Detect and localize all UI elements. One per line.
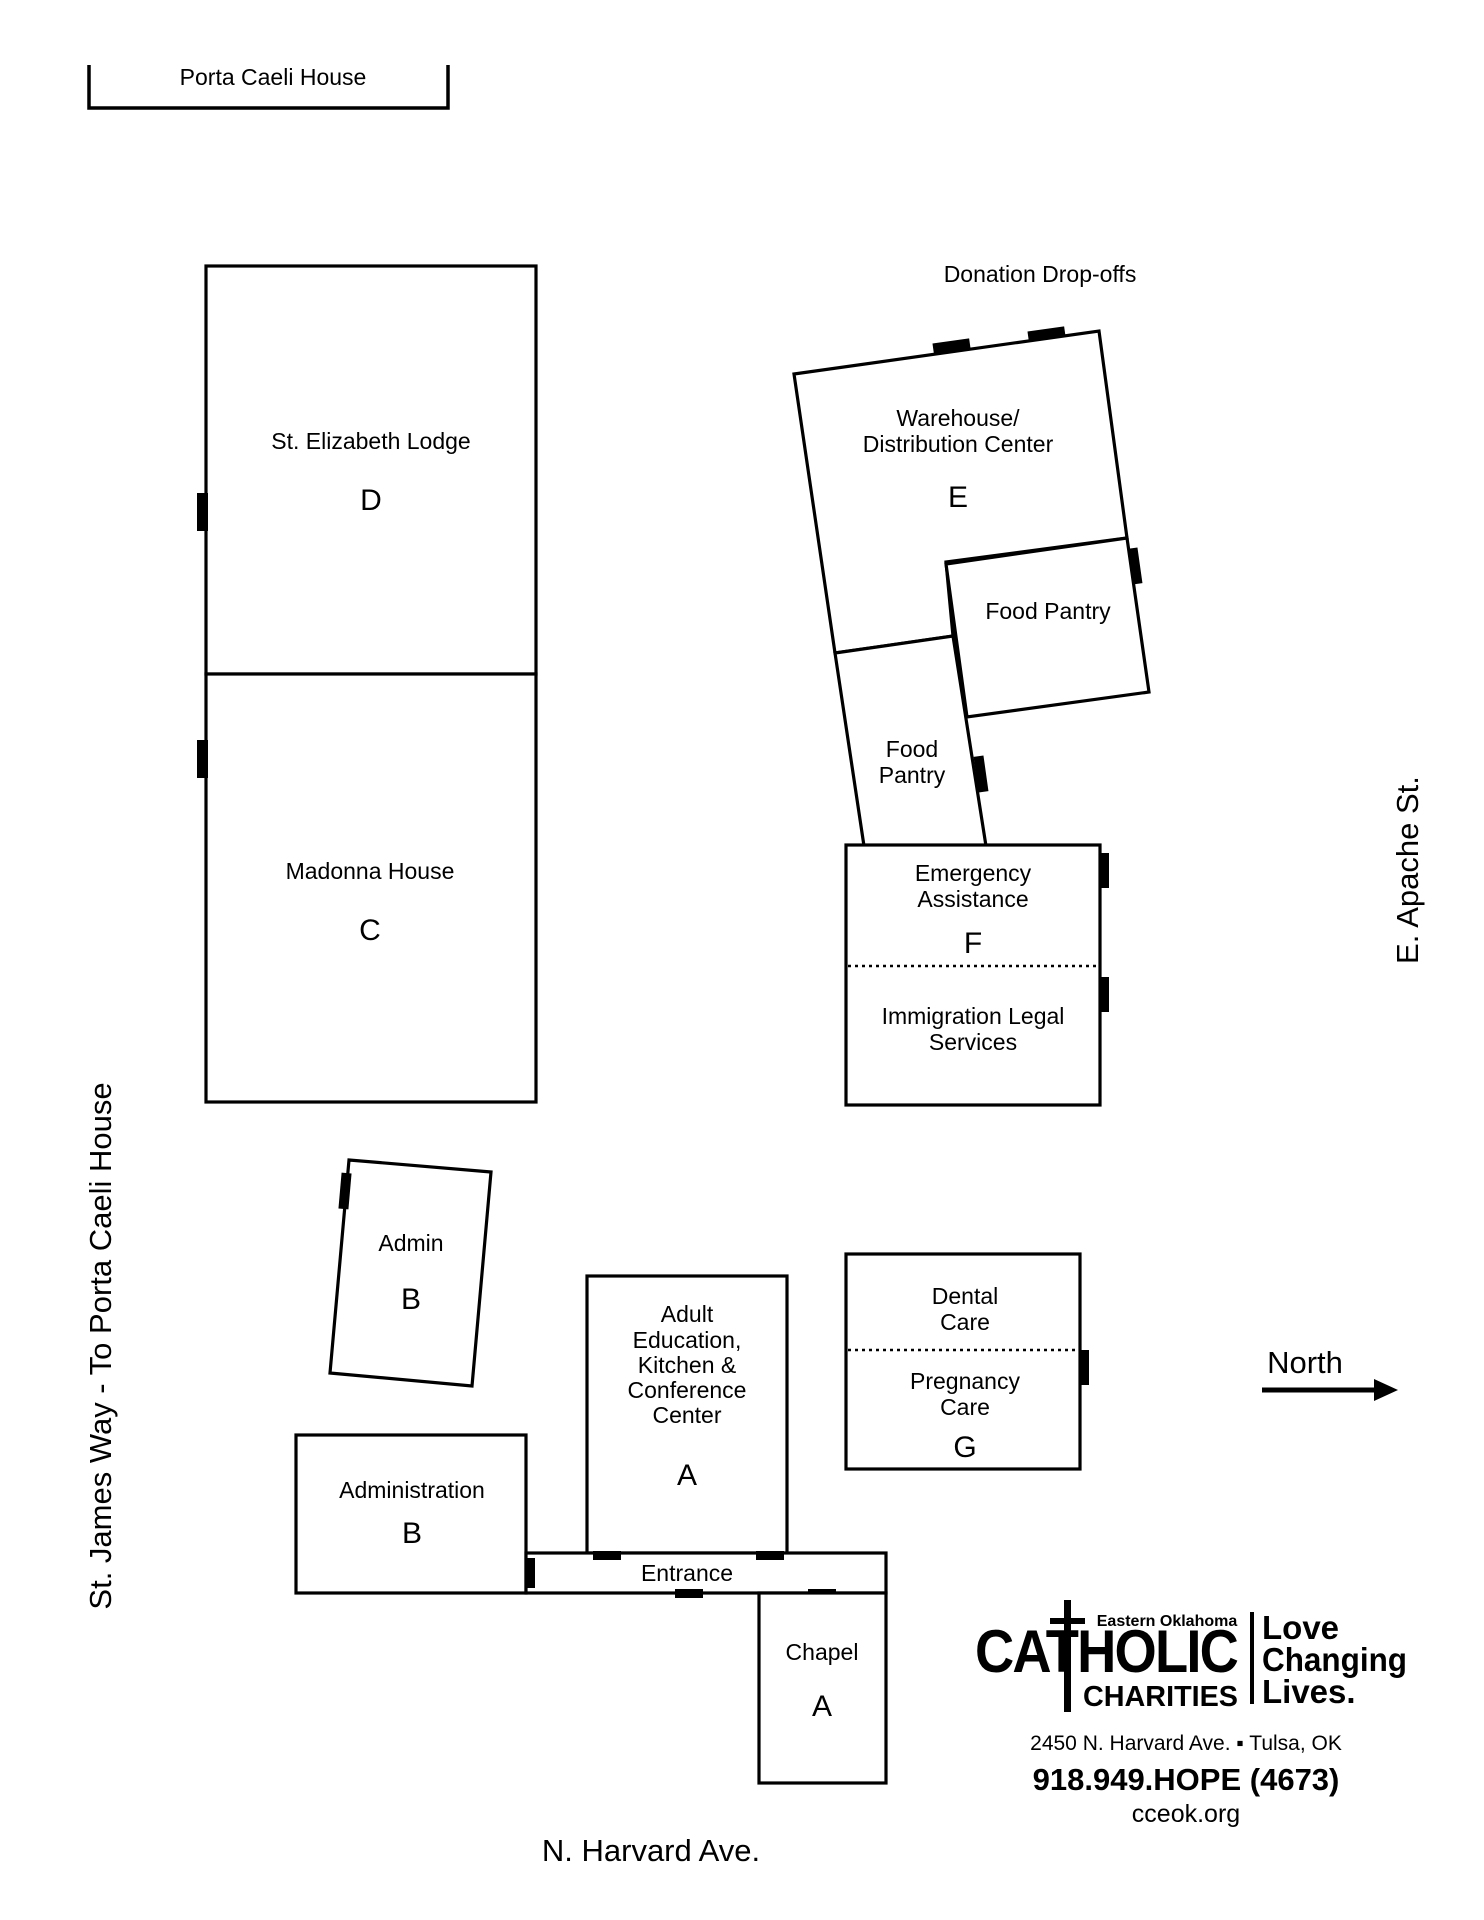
building-a-main-line1: Adult <box>661 1301 714 1327</box>
building-f-upper-2: Assistance <box>917 886 1028 912</box>
building-d[interactable]: St. Elizabeth Lodge D <box>197 264 538 676</box>
building-f[interactable]: Emergency Assistance F Immigration Legal… <box>844 843 1109 1107</box>
chapel-letter: A <box>812 1690 832 1723</box>
building-administration-name: Administration <box>339 1477 485 1503</box>
logo-region: Eastern Oklahoma <box>1097 1613 1238 1630</box>
building-d-letter: D <box>360 484 382 517</box>
building-a-main-line4: Conference <box>628 1377 747 1403</box>
building-a-main-line3: Kitchen & <box>638 1352 736 1378</box>
street-west-label: St. James Way - To Porta Caeli House <box>83 1082 118 1609</box>
building-f-lower-2: Services <box>929 1029 1017 1055</box>
building-admin-name: Admin <box>378 1230 443 1256</box>
logo-tagline-1: Love <box>1262 1609 1339 1646</box>
logo-word1: CATHOLIC <box>975 1618 1238 1685</box>
street-east-label: E. Apache St. <box>1390 776 1425 964</box>
building-administration-letter: B <box>402 1517 422 1550</box>
chapel-name: Chapel <box>786 1639 859 1665</box>
building-admin-letter: B <box>401 1283 421 1316</box>
food-pantry-right-name: Food Pantry <box>985 598 1111 624</box>
logo-divider <box>1250 1612 1254 1704</box>
building-g-lower-2: Care <box>940 1394 990 1420</box>
building-e-letter: E <box>948 481 968 514</box>
building-chapel[interactable]: Chapel A <box>757 1591 888 1785</box>
building-e-name-2: Distribution Center <box>863 431 1054 457</box>
building-a-main-line5: Center <box>652 1402 721 1428</box>
donation-dropoffs-label: Donation Drop-offs <box>944 261 1137 287</box>
entrance-label: Entrance <box>641 1560 733 1586</box>
food-pantry-lower-name-2: Pantry <box>879 762 946 788</box>
building-c[interactable]: Madonna House C <box>197 672 538 1104</box>
building-a-main-letter: A <box>677 1459 697 1492</box>
north-arrow: North <box>1262 1345 1398 1401</box>
logo-tagline-2: Changing <box>1262 1641 1407 1678</box>
building-d-name: St. Elizabeth Lodge <box>271 428 470 454</box>
building-g[interactable]: Dental Care Pregnancy Care G <box>844 1252 1089 1471</box>
contact-website: cceok.org <box>1132 1800 1240 1828</box>
building-a-main-line2: Education, <box>633 1327 742 1353</box>
building-c-letter: C <box>359 914 381 947</box>
building-f-upper-1: Emergency <box>915 860 1032 886</box>
building-g-upper-1: Dental <box>932 1283 998 1309</box>
building-c-name: Madonna House <box>286 858 455 884</box>
building-f-lower-1: Immigration Legal <box>882 1003 1065 1029</box>
street-south-label: N. Harvard Ave. <box>542 1833 760 1868</box>
building-g-lower-1: Pregnancy <box>910 1368 1020 1394</box>
food-pantry-lower[interactable]: Food Pantry <box>833 634 989 848</box>
building-g-upper-2: Care <box>940 1309 990 1335</box>
building-a-main[interactable]: Adult Education, Kitchen & Conference Ce… <box>585 1274 789 1555</box>
north-label: North <box>1267 1345 1343 1380</box>
food-pantry-lower-name-1: Food <box>886 736 938 762</box>
contact-address: 2450 N. Harvard Ave. ▪ Tulsa, OK <box>1030 1732 1342 1755</box>
entrance-corridor[interactable]: Entrance <box>524 1551 888 1598</box>
food-pantry-right[interactable]: Food Pantry <box>944 536 1151 719</box>
logo-word2: CHARITIES <box>1083 1681 1238 1713</box>
contact-phone: 918.949.HOPE (4673) <box>1033 1762 1340 1797</box>
porta-caeli-marker: Porta Caeli House <box>87 64 450 110</box>
building-g-letter: G <box>953 1431 976 1464</box>
porta-caeli-label: Porta Caeli House <box>180 64 367 90</box>
cross-icon <box>1064 1600 1071 1712</box>
building-f-letter: F <box>964 927 982 960</box>
catholic-charities-logo: Eastern Oklahoma CATHOLIC CHARITIES Love… <box>975 1600 1407 1713</box>
building-admin[interactable]: Admin B <box>328 1158 493 1388</box>
building-administration[interactable]: Administration B <box>294 1433 528 1595</box>
logo-tagline-3: Lives. <box>1262 1673 1356 1710</box>
building-e-name-1: Warehouse/ <box>896 405 1020 431</box>
